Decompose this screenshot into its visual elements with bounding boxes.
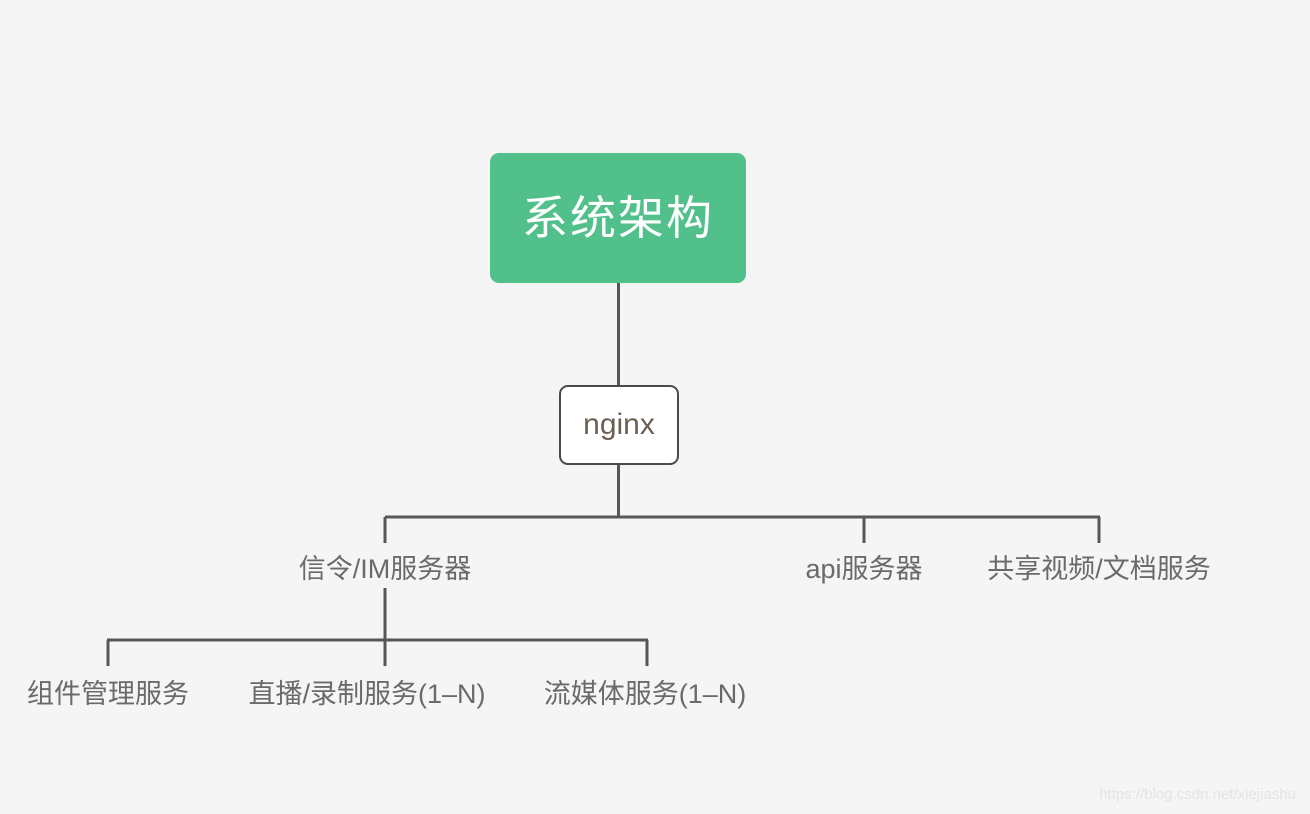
node-streaming-media-service-label: 流媒体服务(1–N) xyxy=(543,679,747,709)
node-api-server-label: api服务器 xyxy=(805,554,923,584)
node-component-management-service[interactable]: 组件管理服务 xyxy=(27,681,189,708)
node-component-management-service-label: 组件管理服务 xyxy=(27,679,189,709)
watermark-label: https://blog.csdn.net/xiejiashu xyxy=(1099,786,1296,803)
node-root-system-architecture[interactable]: 系统架构 xyxy=(490,153,746,283)
node-live-record-service-label: 直播/录制服务(1–N) xyxy=(248,679,486,709)
node-nginx[interactable]: nginx xyxy=(559,385,679,465)
node-streaming-media-service[interactable]: 流媒体服务(1–N) xyxy=(544,681,747,708)
node-shared-video-doc-service[interactable]: 共享视频/文档服务 xyxy=(987,556,1211,583)
node-signaling-im-server-label: 信令/IM服务器 xyxy=(298,554,472,584)
node-signaling-im-server[interactable]: 信令/IM服务器 xyxy=(299,556,472,583)
node-root-label: 系统架构 xyxy=(522,192,714,244)
node-shared-video-doc-service-label: 共享视频/文档服务 xyxy=(987,554,1211,584)
watermark: https://blog.csdn.net/xiejiashu xyxy=(1099,787,1296,802)
node-api-server[interactable]: api服务器 xyxy=(805,556,922,583)
node-live-record-service[interactable]: 直播/录制服务(1–N) xyxy=(248,681,485,708)
node-nginx-label: nginx xyxy=(583,408,655,441)
